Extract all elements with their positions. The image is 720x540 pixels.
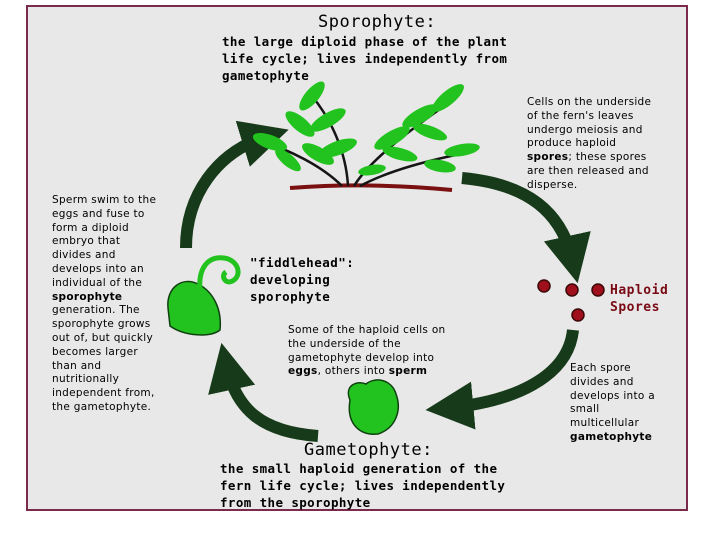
sporophyte-title: Sporophyte:	[318, 12, 437, 32]
spore-note-text-a: Each spore divides and develops into a s…	[570, 362, 655, 430]
gamete-note-text-b: , others into	[317, 365, 389, 378]
gametophyte-description: the small haploid generation of the fern…	[220, 461, 506, 510]
sporophyte-description: the large diploid phase of the plant lif…	[222, 34, 508, 83]
fiddlehead-icon	[167, 255, 241, 336]
meiosis-note: Cells on the underside of the fern's lea…	[527, 96, 651, 193]
arrow-fiddlehead-to-sporophyte	[180, 120, 289, 249]
gamete-note-eggs: eggs	[288, 365, 318, 378]
fern-sporophyte-icon	[252, 81, 480, 192]
fertilization-note-text-a: Sperm swim to the eggs and fuse to form …	[52, 194, 157, 289]
meiosis-note-text-a: Cells on the underside of the fern's lea…	[527, 96, 652, 150]
fertilization-note-sporophyte: sporophyte	[52, 290, 123, 303]
fertilization-note-text-b: generation. The sporophyte grows out of,…	[52, 304, 155, 413]
spore-note-gametophyte: gametophyte	[570, 430, 653, 443]
gametophyte-icon	[347, 379, 399, 435]
haploid-spores-label: Haploid Spores	[610, 283, 669, 315]
arrow-gametophyte-to-fiddlehead	[208, 342, 319, 442]
spore-note: Each spore divides and develops into a s…	[570, 362, 655, 445]
gamete-note: Some of the haploid cells on the undersi…	[288, 324, 446, 379]
spore-icons	[537, 279, 605, 322]
meiosis-note-spores: spores	[527, 151, 569, 164]
arrow-sporophyte-to-spores	[461, 172, 591, 284]
fertilization-note: Sperm swim to the eggs and fuse to form …	[52, 194, 156, 415]
meiosis-note-text-b: ; these spores are then released and dis…	[527, 151, 649, 191]
arrow-spores-to-gametophyte	[425, 329, 579, 430]
gametophyte-title: Gametophyte:	[304, 440, 433, 460]
gamete-note-sperm: sperm	[388, 365, 428, 378]
fiddlehead-label: "fiddlehead": developing sporophyte	[250, 255, 355, 304]
gamete-note-text-a: Some of the haploid cells on the undersi…	[288, 324, 446, 364]
